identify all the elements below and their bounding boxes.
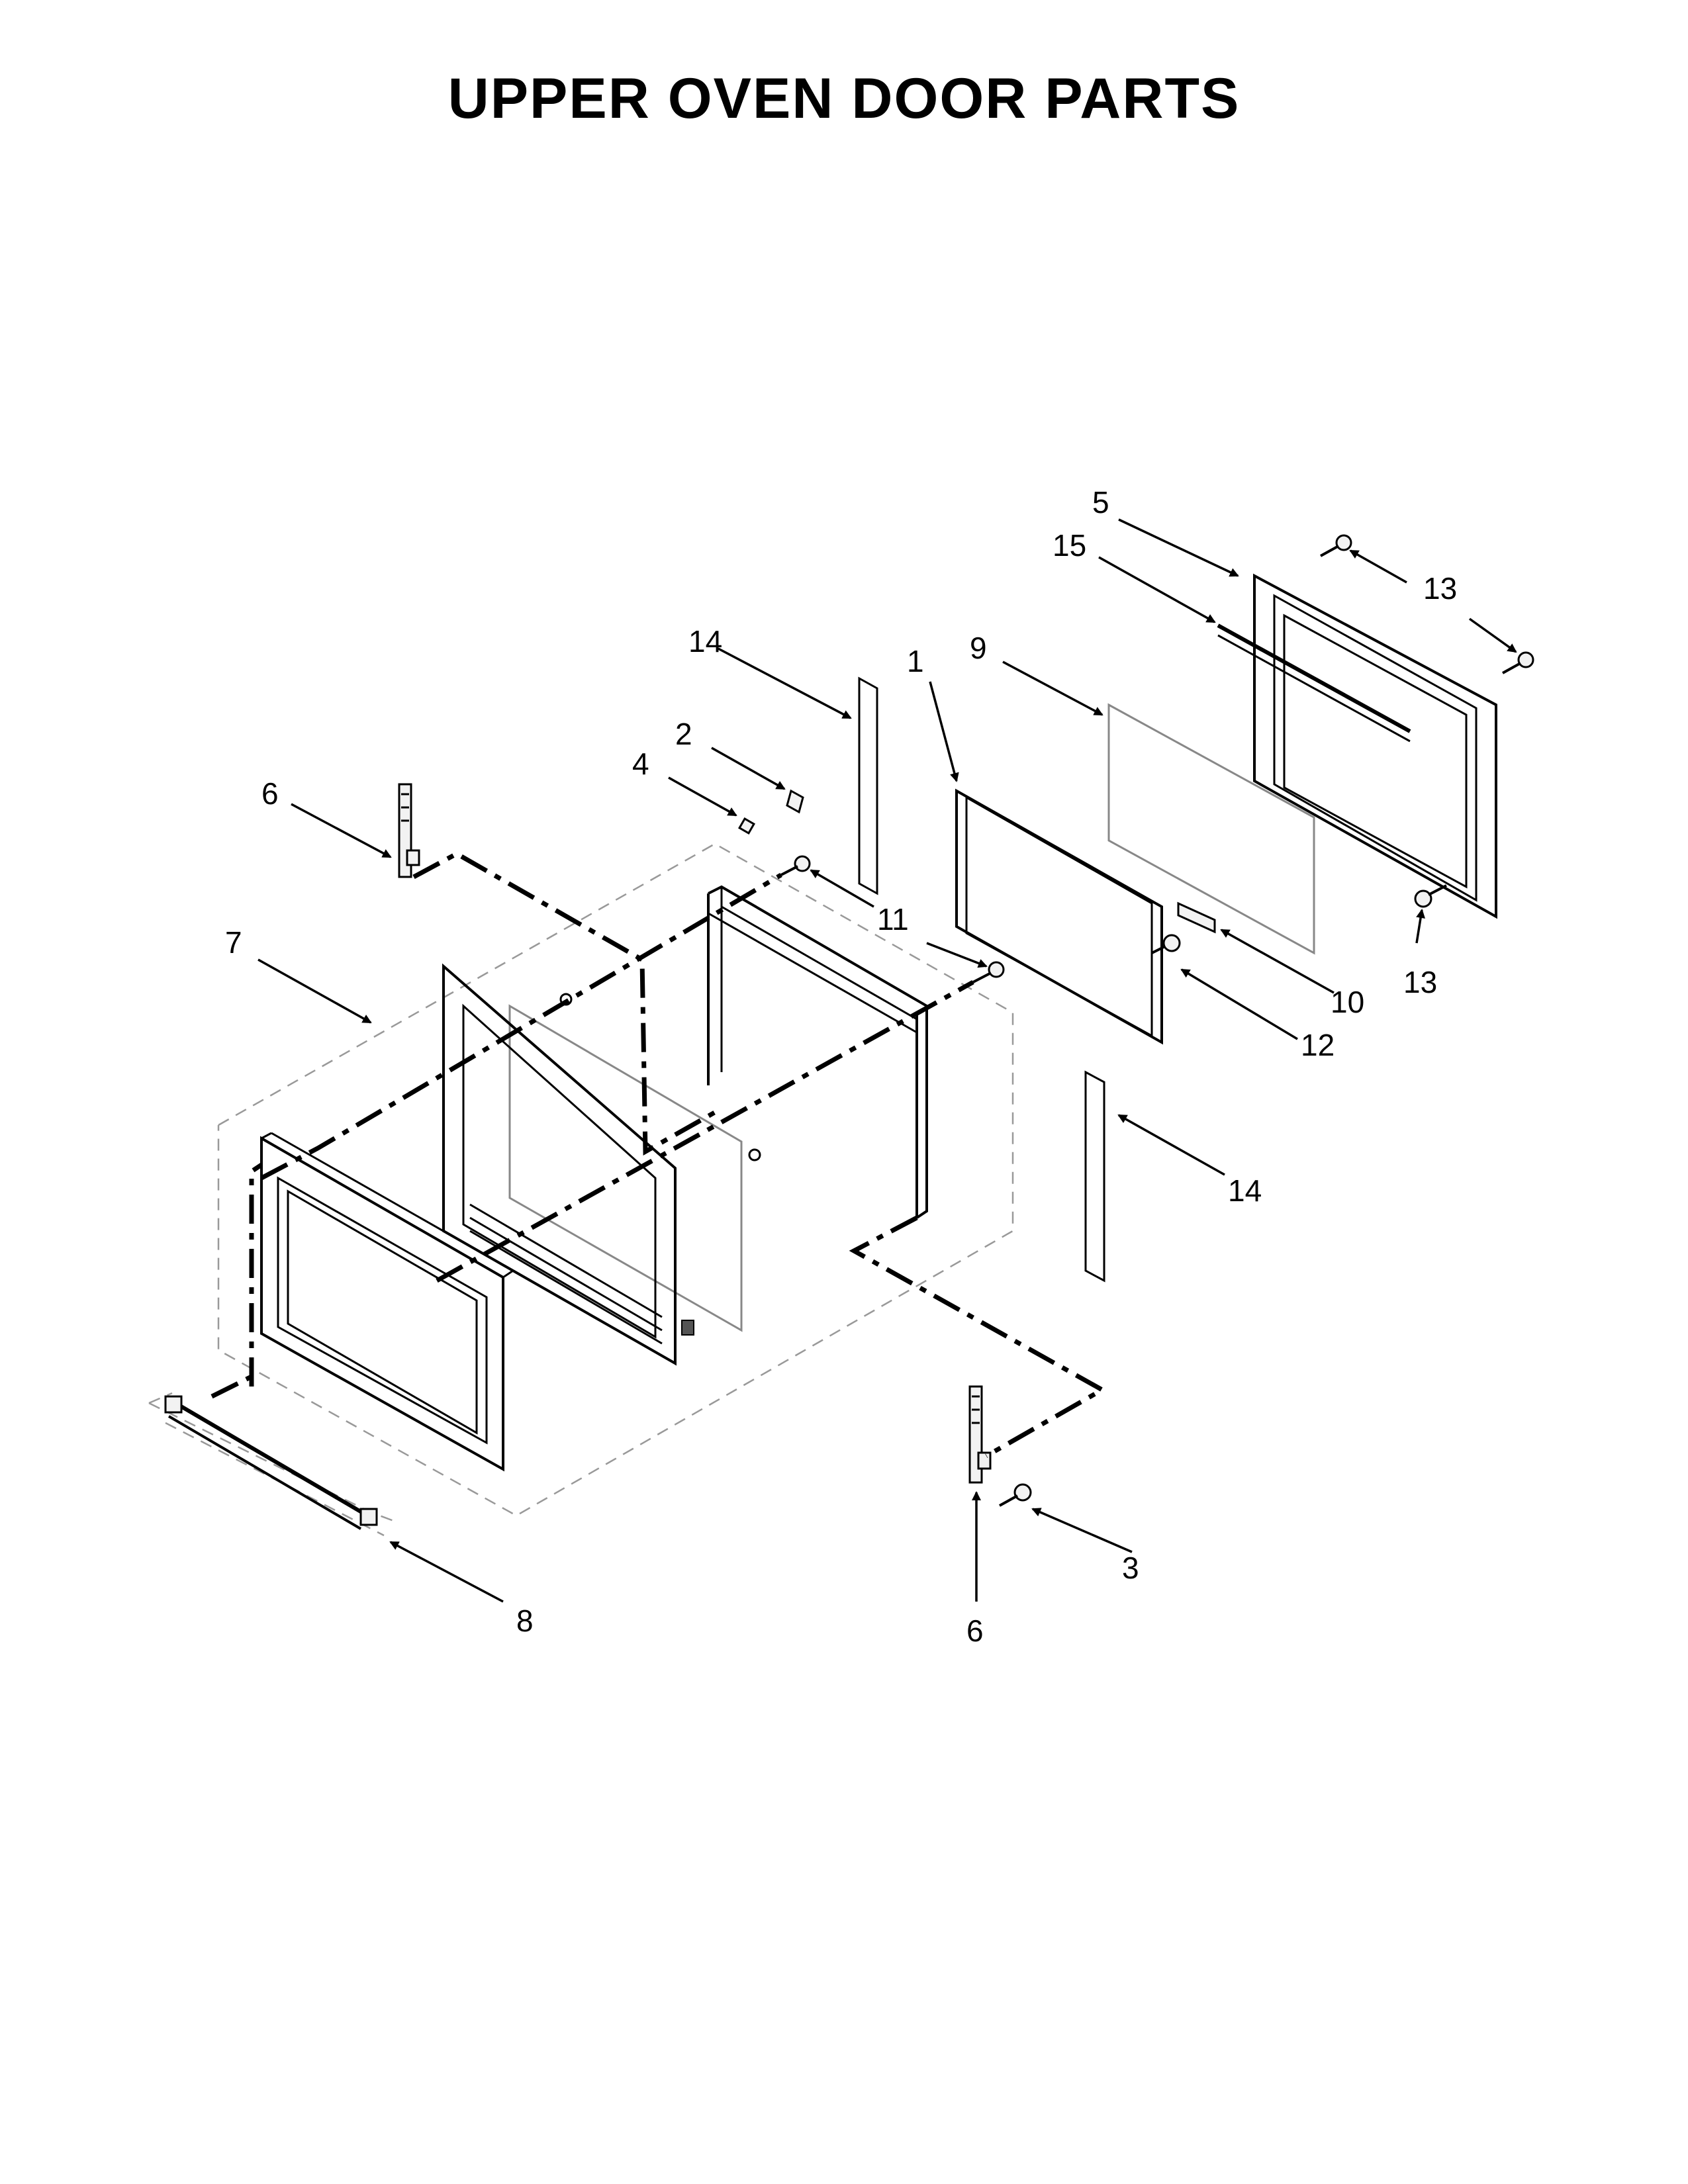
callout-4: 4 <box>632 747 649 781</box>
callout-13-top: 13 <box>1423 571 1457 606</box>
callout-15: 15 <box>1053 528 1086 563</box>
callout-1: 1 <box>907 644 924 678</box>
callout-10: 10 <box>1331 985 1364 1019</box>
screw-part-13-c <box>1414 884 1447 908</box>
callout-9: 9 <box>970 631 987 665</box>
door-glass-panel <box>508 1004 743 1332</box>
callout-13-bottom: 13 <box>1403 965 1437 999</box>
side-bracket-lower <box>1084 1070 1105 1283</box>
bracket-part-10 <box>1177 901 1216 934</box>
alignment-lines <box>211 850 1107 1459</box>
callout-8: 8 <box>516 1604 534 1638</box>
outer-door-frame <box>260 1132 514 1472</box>
screw-part-13-b <box>1502 651 1534 674</box>
callout-5: 5 <box>1092 485 1109 520</box>
screw-part-3 <box>999 1483 1032 1507</box>
hinge-lower <box>968 1385 992 1484</box>
rear-door-frame <box>1253 573 1497 919</box>
screw-part-11-a <box>780 855 811 876</box>
callout-12: 12 <box>1301 1028 1335 1062</box>
side-bracket-upper <box>858 676 878 895</box>
callout-6-top: 6 <box>261 776 279 811</box>
hinge-upper <box>398 783 420 878</box>
screw-part-12 <box>1151 934 1181 954</box>
leader-lines <box>258 518 1517 1603</box>
inner-door-frame <box>442 963 694 1366</box>
callout-11: 11 <box>877 902 909 936</box>
washer-b <box>748 1148 761 1161</box>
callout-14-top: 14 <box>688 624 722 659</box>
rail-part-15 <box>1217 623 1411 743</box>
callout-6-bottom: 6 <box>966 1614 984 1648</box>
screw-part-11-b <box>972 961 1005 983</box>
callout-2: 2 <box>675 717 692 751</box>
screw-part-13-a <box>1320 534 1352 557</box>
door-handle <box>164 1395 378 1530</box>
clip-part-2 <box>786 789 804 814</box>
callout-7: 7 <box>225 925 242 960</box>
page-title: UPPER OVEN DOOR PARTS <box>447 67 1241 130</box>
inner-door-panel <box>955 788 1163 1045</box>
callout-3: 3 <box>1122 1551 1139 1585</box>
washer-a <box>559 993 573 1006</box>
clip-part-4 <box>738 817 755 835</box>
callout-14-bottom: 14 <box>1228 1173 1262 1208</box>
glass-part-9 <box>1107 703 1315 955</box>
